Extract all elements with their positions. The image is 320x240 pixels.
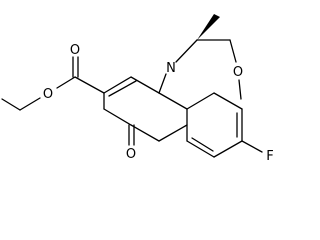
carbonyl-oxygen-atom: O bbox=[70, 43, 80, 58]
bond bbox=[186, 140, 215, 158]
oxazine-ring bbox=[158, 39, 242, 100]
bond bbox=[158, 73, 167, 94]
bond bbox=[238, 79, 242, 100]
structure-canvas: N O F O O O bbox=[1, 14, 274, 164]
nitrogen-atom: N bbox=[166, 61, 176, 76]
bond bbox=[74, 76, 105, 94]
bond bbox=[158, 124, 188, 142]
bond bbox=[186, 92, 215, 110]
ester-oxygen-atom: O bbox=[43, 87, 53, 102]
bond bbox=[213, 92, 243, 110]
bond bbox=[19, 97, 41, 111]
bond bbox=[158, 92, 188, 110]
methyl-wedge-bond bbox=[197, 14, 220, 40]
fluorine-atom: F bbox=[266, 149, 273, 164]
bond bbox=[103, 108, 132, 126]
aromatic-ring bbox=[186, 92, 243, 158]
bond bbox=[229, 39, 237, 63]
ketone-oxygen-atom: O bbox=[126, 147, 136, 162]
pyridone-ring bbox=[103, 76, 188, 142]
bond bbox=[241, 140, 263, 153]
ring-oxygen-atom: O bbox=[233, 65, 243, 80]
bond bbox=[213, 140, 243, 158]
bond-inner bbox=[108, 80, 137, 97]
bond bbox=[175, 39, 198, 63]
molecule-diagram: N O F O O O bbox=[1, 14, 274, 164]
bond bbox=[130, 124, 160, 142]
bond bbox=[1, 98, 21, 111]
bond-inner bbox=[191, 137, 214, 152]
bond bbox=[130, 76, 160, 94]
bond bbox=[56, 76, 76, 89]
bond bbox=[103, 76, 132, 94]
